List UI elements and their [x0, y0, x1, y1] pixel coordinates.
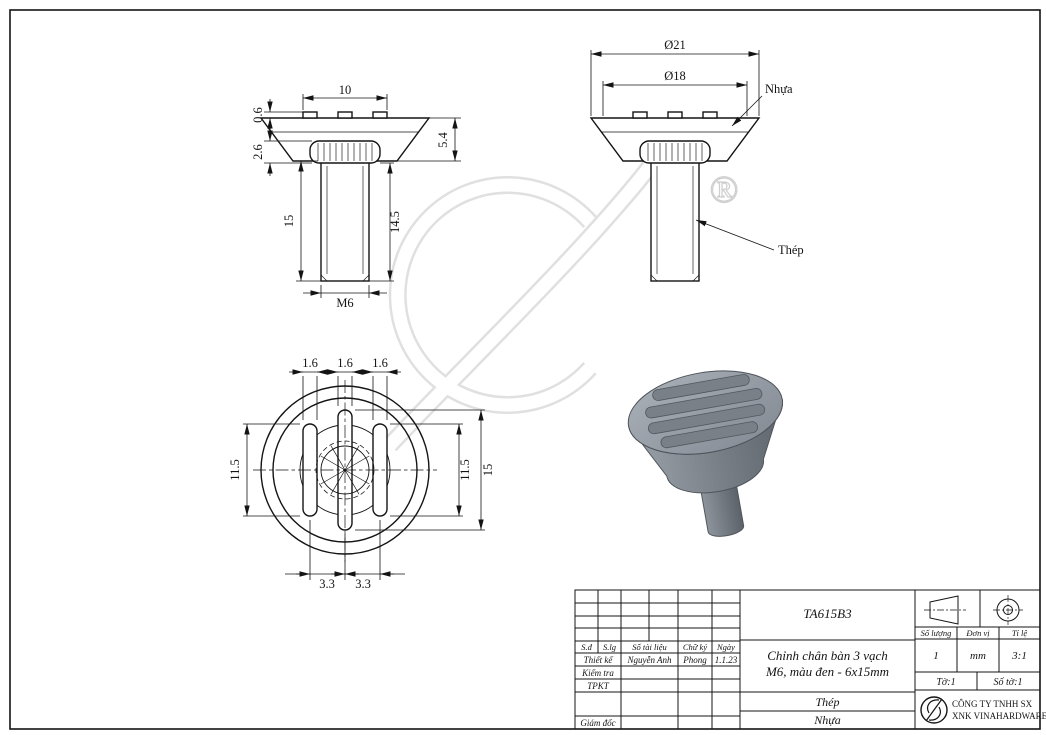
part-description-line2: M6, màu đen - 6x15mm [765, 664, 889, 679]
dim-slot-len-right: 11.5 [458, 459, 472, 480]
watermark-logo: ® [383, 154, 739, 452]
dim-slot-len-center: 15 [481, 464, 495, 477]
dim-thread-length: 15 [282, 215, 296, 228]
row-tpkt-label: TPKT [587, 681, 610, 691]
col-header-signature: Chữ ký [683, 642, 707, 652]
material-steel: Thép [816, 695, 840, 709]
projection-symbol-icon [924, 595, 1023, 625]
dim-width-top: 10 [339, 83, 352, 97]
dim-slot-pitch-2: 3.3 [355, 577, 371, 591]
dim-slot-width-2: 1.6 [337, 356, 353, 370]
dim-top-diameter: Ø18 [664, 69, 686, 83]
dim-shank-length: 14.5 [388, 211, 402, 233]
company-logo-icon [920, 696, 948, 724]
company-name-line2: XNK VINAHARDWARE [952, 711, 1046, 721]
dim-slot-pitch-1: 3.3 [319, 577, 335, 591]
qty-value: 1 [933, 650, 939, 662]
part-description-line1: Chỉnh chân bàn 3 vạch [767, 648, 888, 663]
iso-3d-view [627, 370, 784, 537]
front-view [259, 111, 431, 282]
iso-groove [645, 388, 763, 419]
dim-slot-width-3: 1.6 [372, 356, 388, 370]
company-name-line1: CÔNG TY TNHH SX [952, 699, 1033, 709]
label-steel: Thép [778, 243, 804, 257]
dim-collar-height: 2.6 [251, 144, 265, 160]
part-number: TA615B3 [803, 606, 852, 621]
dim-slot-width-1: 1.6 [302, 356, 318, 370]
iso-groove [647, 403, 766, 435]
sheet-number: Tờ:1 [936, 677, 955, 688]
design-date: 1.1.23 [715, 655, 738, 665]
top-view [253, 380, 437, 562]
label-plastic: Nhựa [765, 82, 793, 96]
col-header-document: Số tài liệu [632, 642, 666, 652]
side-view-dimensions: Ø21 Ø18 Nhựa Thép [590, 38, 804, 257]
unit-value: mm [970, 650, 986, 662]
designer-signature: Phong [682, 655, 707, 665]
dim-slot-len-left: 11.5 [228, 459, 242, 480]
front-view-dimensions: 10 0.6 2.6 5.4 15 14.5 M6 [251, 83, 461, 310]
material-plastic: Nhựa [813, 713, 841, 727]
unit-header: Đơn vị [965, 628, 990, 638]
row-check-label: Kiểm tra [581, 668, 614, 678]
dim-thread-label: M6 [336, 296, 353, 310]
scale-value: 3:1 [1011, 650, 1027, 662]
designer-name: Nguyễn Anh [626, 655, 672, 665]
iso-groove [660, 421, 759, 449]
scale-header: Tỉ lệ [1012, 628, 1028, 638]
col-header-sd: S.đ [581, 642, 592, 652]
qty-header: Số lượng [921, 628, 952, 638]
side-view [589, 111, 761, 282]
drawing-frame [9, 9, 1041, 730]
col-header-date: Ngày [716, 642, 735, 652]
dim-outer-diameter: Ø21 [664, 38, 686, 52]
revision-table [575, 602, 740, 717]
iso-groove [652, 374, 750, 401]
sheet-count: Số tờ:1 [994, 677, 1023, 688]
row-director-label: Giám đốc [580, 718, 615, 728]
dim-head-height: 5.4 [436, 131, 450, 147]
top-view-dimensions: 1.6 1.6 1.6 11.5 11.5 15 3.3 3.3 [228, 356, 495, 591]
row-design-label: Thiết kế [584, 655, 615, 665]
registered-mark: ® [710, 169, 739, 211]
title-block: S.đ S.lg Số tài liệu Chữ ký Ngày Thiết k… [574, 589, 1046, 730]
dim-rib-height: 0.6 [251, 107, 265, 123]
col-header-slg: S.lg [603, 642, 616, 652]
